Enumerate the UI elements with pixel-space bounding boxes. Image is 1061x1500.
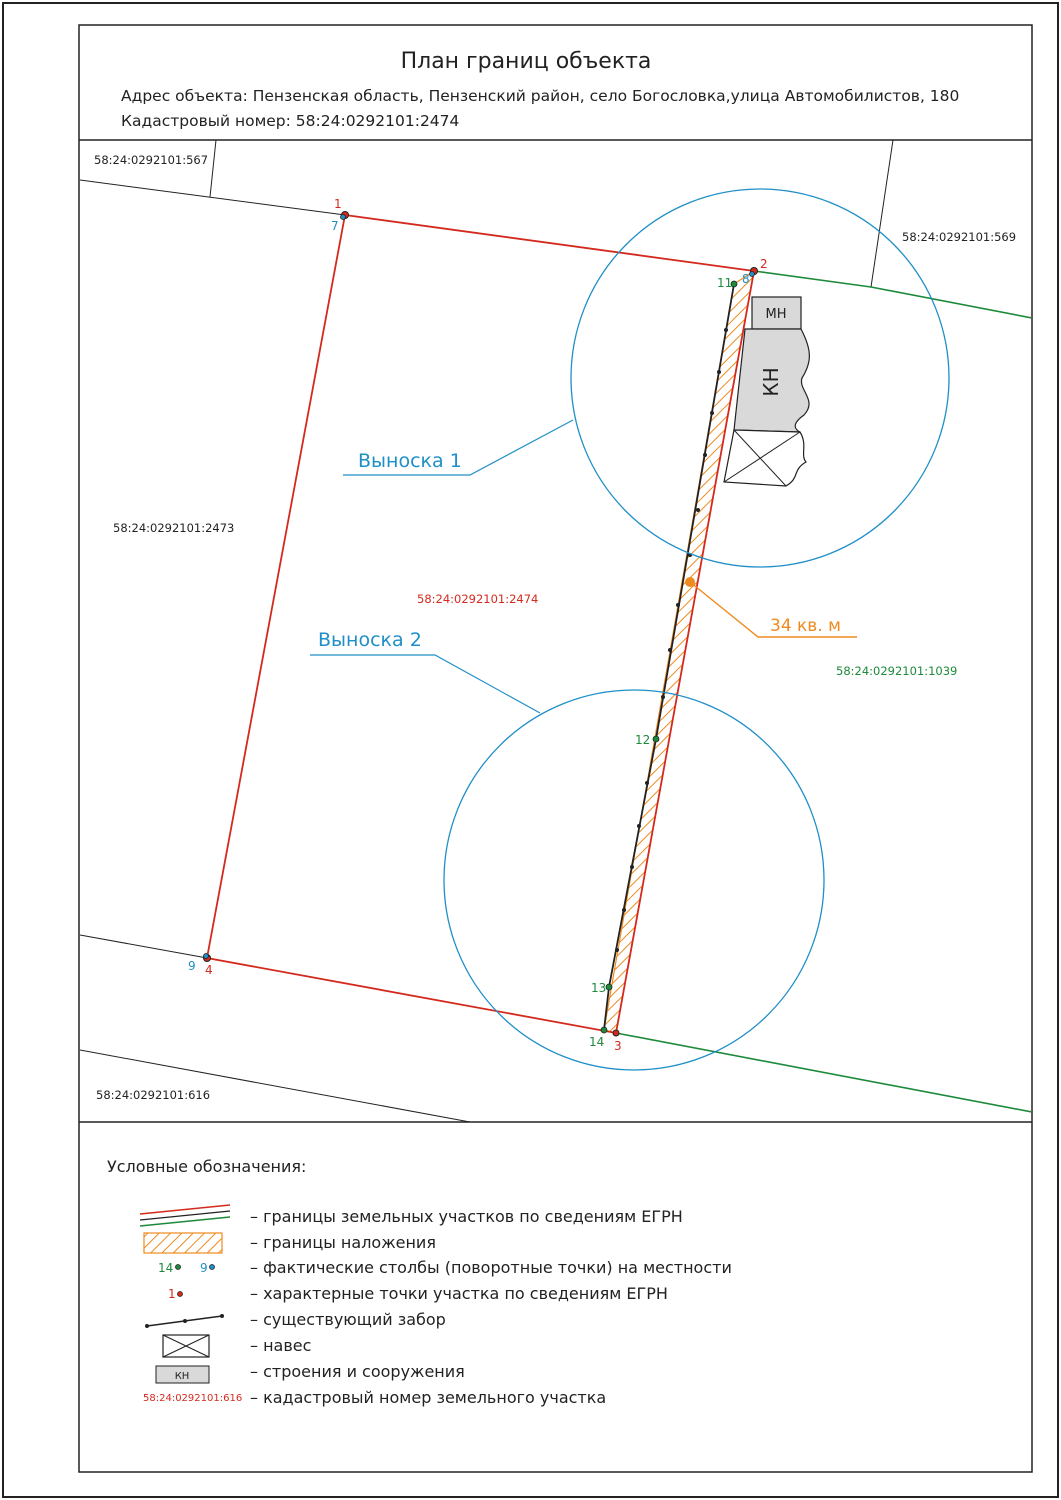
building-mn-label: МН <box>766 307 787 322</box>
legend-item-5: – существующий забор <box>250 1310 446 1329</box>
points-layer: 1 7 2 8 11 12 13 14 3 9 4 <box>188 197 768 1053</box>
legend-sample-green-dot <box>175 1264 181 1270</box>
parcel-label-2474: 58:24:0292101:2474 <box>417 592 538 606</box>
legend-sample-red-label: 1 <box>168 1287 176 1301</box>
parcel-1039-boundary-top <box>753 270 1031 319</box>
parcel-label-1039: 58:24:0292101:1039 <box>836 664 957 678</box>
legend-canopy-cross-2 <box>162 1334 210 1358</box>
overlap-area <box>603 269 755 1034</box>
inner-frame <box>78 24 1033 1473</box>
callout-2-leader <box>310 654 541 714</box>
parcel-label-569: 58:24:0292101:569 <box>902 230 1016 244</box>
post-point-11 <box>730 280 738 288</box>
area-label: 34 кв. м <box>770 616 841 636</box>
point-label-3: 3 <box>614 1039 622 1053</box>
fence-posts <box>615 328 728 952</box>
point-label-1: 1 <box>334 197 342 211</box>
post-point-9 <box>203 953 209 959</box>
parcel-1039-boundary-bottom <box>615 1032 1031 1113</box>
legend: Условные обозначения: – границы земельны… <box>107 1157 732 1407</box>
point-label-8: 8 <box>742 272 750 286</box>
point-label-4: 4 <box>205 963 213 977</box>
legend-fence-post-1 <box>145 1324 149 1328</box>
neighbour-line-616 <box>80 1049 471 1122</box>
area-leader <box>689 581 857 638</box>
building-kn <box>733 328 810 433</box>
point-label-2: 2 <box>760 257 768 271</box>
parcel-label-2473: 58:24:0292101:2473 <box>113 521 234 535</box>
callout-1-label: Выноска 1 <box>358 450 462 472</box>
point-label-9: 9 <box>188 959 196 973</box>
callout-circle-2 <box>443 689 825 1071</box>
legend-fence-post-2 <box>183 1319 187 1323</box>
existing-fence <box>603 283 735 1031</box>
callout-circle-1 <box>570 188 950 568</box>
object-cadastral-number: Кадастровый номер: 58:24:0292101:2474 <box>121 112 459 130</box>
canopy <box>723 429 807 487</box>
parcel-2474-boundary <box>205 213 756 1035</box>
legend-swatch-overlap <box>143 1232 223 1254</box>
legend-swatch-building <box>155 1365 210 1384</box>
legend-item-1: – границы земельных участков по сведения… <box>250 1207 683 1226</box>
legend-item-2: – границы наложения <box>250 1233 436 1252</box>
neighbour-line-left-bottom <box>80 934 208 959</box>
legend-swatch-green-line <box>139 1216 231 1227</box>
legend-sample-green-label: 14 <box>158 1261 173 1275</box>
point-label-7: 7 <box>331 219 339 233</box>
egrn-point-3 <box>612 1029 620 1037</box>
legend-title: Условные обозначения: <box>107 1157 306 1176</box>
canopy-cross-2 <box>723 431 801 483</box>
post-point-8 <box>749 271 755 277</box>
building-kn-label: КН <box>759 367 783 396</box>
parcel-label-567: 58:24:0292101:567 <box>94 153 208 167</box>
point-label-14: 14 <box>589 1035 604 1049</box>
building-mn <box>751 296 802 330</box>
neighbour-line-top <box>80 179 346 216</box>
legend-swatch-black-line <box>139 1210 231 1221</box>
point-label-12: 12 <box>635 733 650 747</box>
legend-sample-red-dot <box>177 1291 183 1297</box>
legend-item-8: – кадастровый номер земельного участка <box>250 1388 606 1407</box>
legend-sample-blue-dot <box>209 1264 215 1270</box>
building-group: МН КН <box>723 296 810 487</box>
legend-fence-post-3 <box>220 1314 224 1318</box>
callout-2-label: Выноска 2 <box>318 629 422 651</box>
plan-title: План границ объекта <box>401 49 652 74</box>
parcel-label-616: 58:24:0292101:616 <box>96 1088 210 1102</box>
legend-item-7: – строения и сооружения <box>250 1362 465 1381</box>
legend-item-3: – фактические столбы (поворотные точки) … <box>250 1258 732 1277</box>
legend-sample-blue-label: 9 <box>200 1261 208 1275</box>
post-point-7 <box>340 214 346 220</box>
post-point-14 <box>600 1026 608 1034</box>
callout-1-leader <box>343 419 574 476</box>
neighbour-line-567-divider <box>209 140 217 198</box>
legend-item-6: – навес <box>250 1336 311 1355</box>
object-address: Адрес объекта: Пензенская область, Пензе… <box>121 87 959 105</box>
post-point-12 <box>652 735 660 743</box>
legend-swatch-red-line <box>139 1204 231 1215</box>
legend-sample-building-label: КН <box>175 1371 190 1382</box>
point-label-11: 11 <box>717 276 732 290</box>
legend-sample-cadastral: 58:24:0292101:616 <box>143 1393 242 1404</box>
point-label-13: 13 <box>591 981 606 995</box>
legend-item-4: – характерные точки участка по сведениям… <box>250 1284 668 1303</box>
post-point-13 <box>605 983 613 991</box>
neighbour-line-569-divider <box>870 140 894 288</box>
